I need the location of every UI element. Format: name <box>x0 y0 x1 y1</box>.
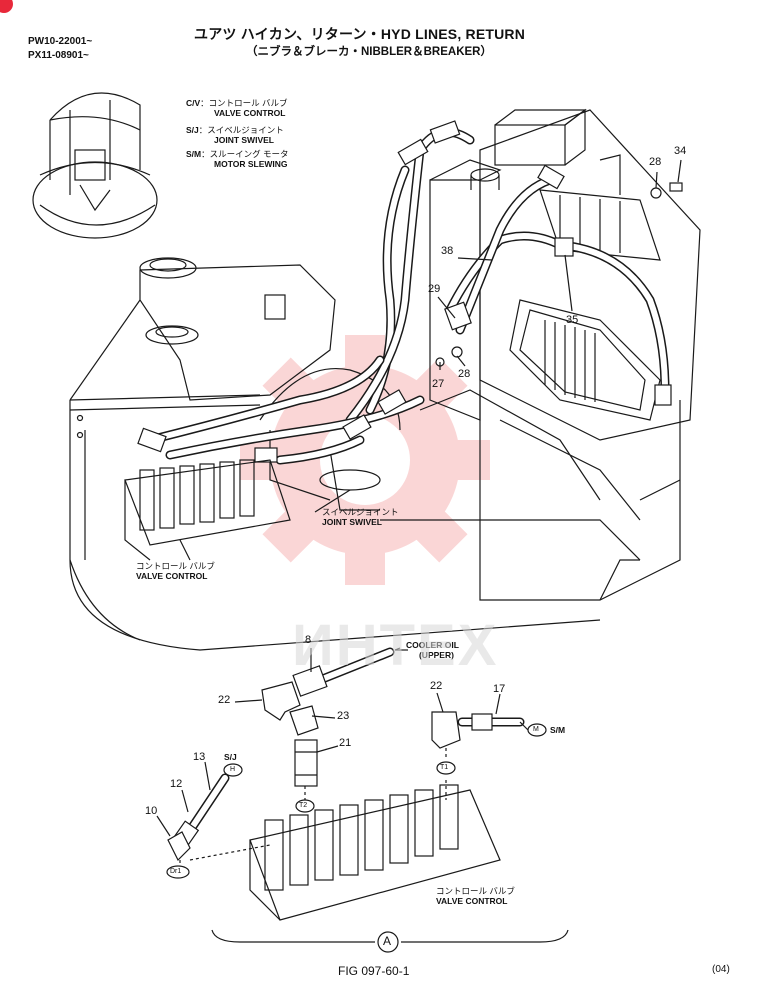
callout-21: 21 <box>339 737 352 749</box>
figure-number: FIG 097-60-1 <box>338 964 410 978</box>
port-markers <box>166 723 547 953</box>
callout-28: 28 <box>649 156 662 168</box>
control-valve-upper <box>124 459 291 561</box>
legend-en: MOTOR SLEWING <box>214 159 288 169</box>
callout-27: 27 <box>432 378 445 390</box>
label-valve-control-lower: コントロール バルブ VALVE CONTROL <box>436 886 515 906</box>
callout-38: 38 <box>441 245 454 257</box>
legend-item-sm: S/M：スルーイング モータ MOTOR SLEWING <box>186 149 289 169</box>
port-m: M <box>533 726 539 733</box>
port-sj-label: S/J <box>224 752 237 762</box>
callout-23: 23 <box>337 710 350 722</box>
callout-12: 12 <box>170 778 183 790</box>
callout-8: 8 <box>305 634 312 646</box>
label-joint-swivel: スイベルジョイント JOINT SWIVEL <box>322 507 399 527</box>
label-cooler-line2: (UPPER) <box>418 650 454 660</box>
watermark-text: ИНТЕХ <box>292 613 499 678</box>
serial-range-1: PW10-22001~ <box>28 36 93 47</box>
label-cooler-oil: COOLER OIL (UPPER) <box>406 640 459 660</box>
label-jp: コントロール バルブ <box>136 561 215 571</box>
return-hoses-upper <box>145 127 670 465</box>
radiator-fins <box>544 320 596 402</box>
callout-10: 10 <box>145 805 158 817</box>
callout-35: 35 <box>566 314 579 326</box>
label-cooler-line1: COOLER OIL <box>406 640 459 650</box>
machine-thumbnail <box>32 92 158 239</box>
upper-frame <box>69 108 701 651</box>
callout-29: 29 <box>428 283 441 295</box>
legend-jp: ：スルーイング モータ <box>201 149 289 159</box>
corner-marker <box>0 0 13 13</box>
valve-spools-lower <box>264 784 459 891</box>
legend-en: VALVE CONTROL <box>214 108 286 118</box>
legend-jp: ：コントロール バルブ <box>200 98 288 108</box>
legend-abbr: S/J <box>186 125 199 135</box>
callout-34: 34 <box>674 145 687 157</box>
label-valve-control-upper: コントロール バルブ VALVE CONTROL <box>136 561 215 581</box>
revision-code: (04) <box>712 964 730 975</box>
label-jp: スイベルジョイント <box>322 507 399 517</box>
page-subtitle: （ニブラ＆ブレーカ・NIBBLER＆BREAKER） <box>246 46 492 58</box>
port-t2: T2 <box>299 802 308 809</box>
legend-jp: ：スイベルジョイント <box>198 125 284 135</box>
page-title: ユアツ ハイカン、リターン・HYD LINES, RETURN <box>194 26 526 42</box>
callout-13: 13 <box>193 751 206 763</box>
port-t1: T1 <box>440 764 449 771</box>
legend-en: JOINT SWIVEL <box>214 135 274 145</box>
valve-spools <box>139 459 255 531</box>
hose-fittings <box>137 120 683 463</box>
detail-view-a <box>167 647 569 943</box>
legend-abbr: S/M <box>186 149 202 159</box>
port-h: H <box>230 766 236 773</box>
legend-abbr: C/V <box>186 98 201 108</box>
port-dr1: Dr1 <box>170 868 182 875</box>
leader-lines-lower <box>156 648 529 837</box>
port-sm-label: S/M <box>550 725 566 735</box>
leader-lines-upper <box>179 159 682 561</box>
callout-22-left: 22 <box>218 694 231 706</box>
callout-28-lower: 28 <box>458 368 471 380</box>
label-en: VALVE CONTROL <box>136 571 208 581</box>
serial-range-2: PX11-08901~ <box>28 50 89 61</box>
legend-item-sj: S/J：スイベルジョイント JOINT SWIVEL <box>186 125 284 145</box>
view-marker-a: A <box>383 934 392 948</box>
label-en: VALVE CONTROL <box>436 896 508 906</box>
legend-item-cv: C/V：コントロール バルブ VALVE CONTROL <box>186 98 288 118</box>
callout-17: 17 <box>493 683 506 695</box>
label-jp: コントロール バルブ <box>436 886 515 896</box>
callout-22-right: 22 <box>430 680 443 692</box>
label-en: JOINT SWIVEL <box>322 517 382 527</box>
